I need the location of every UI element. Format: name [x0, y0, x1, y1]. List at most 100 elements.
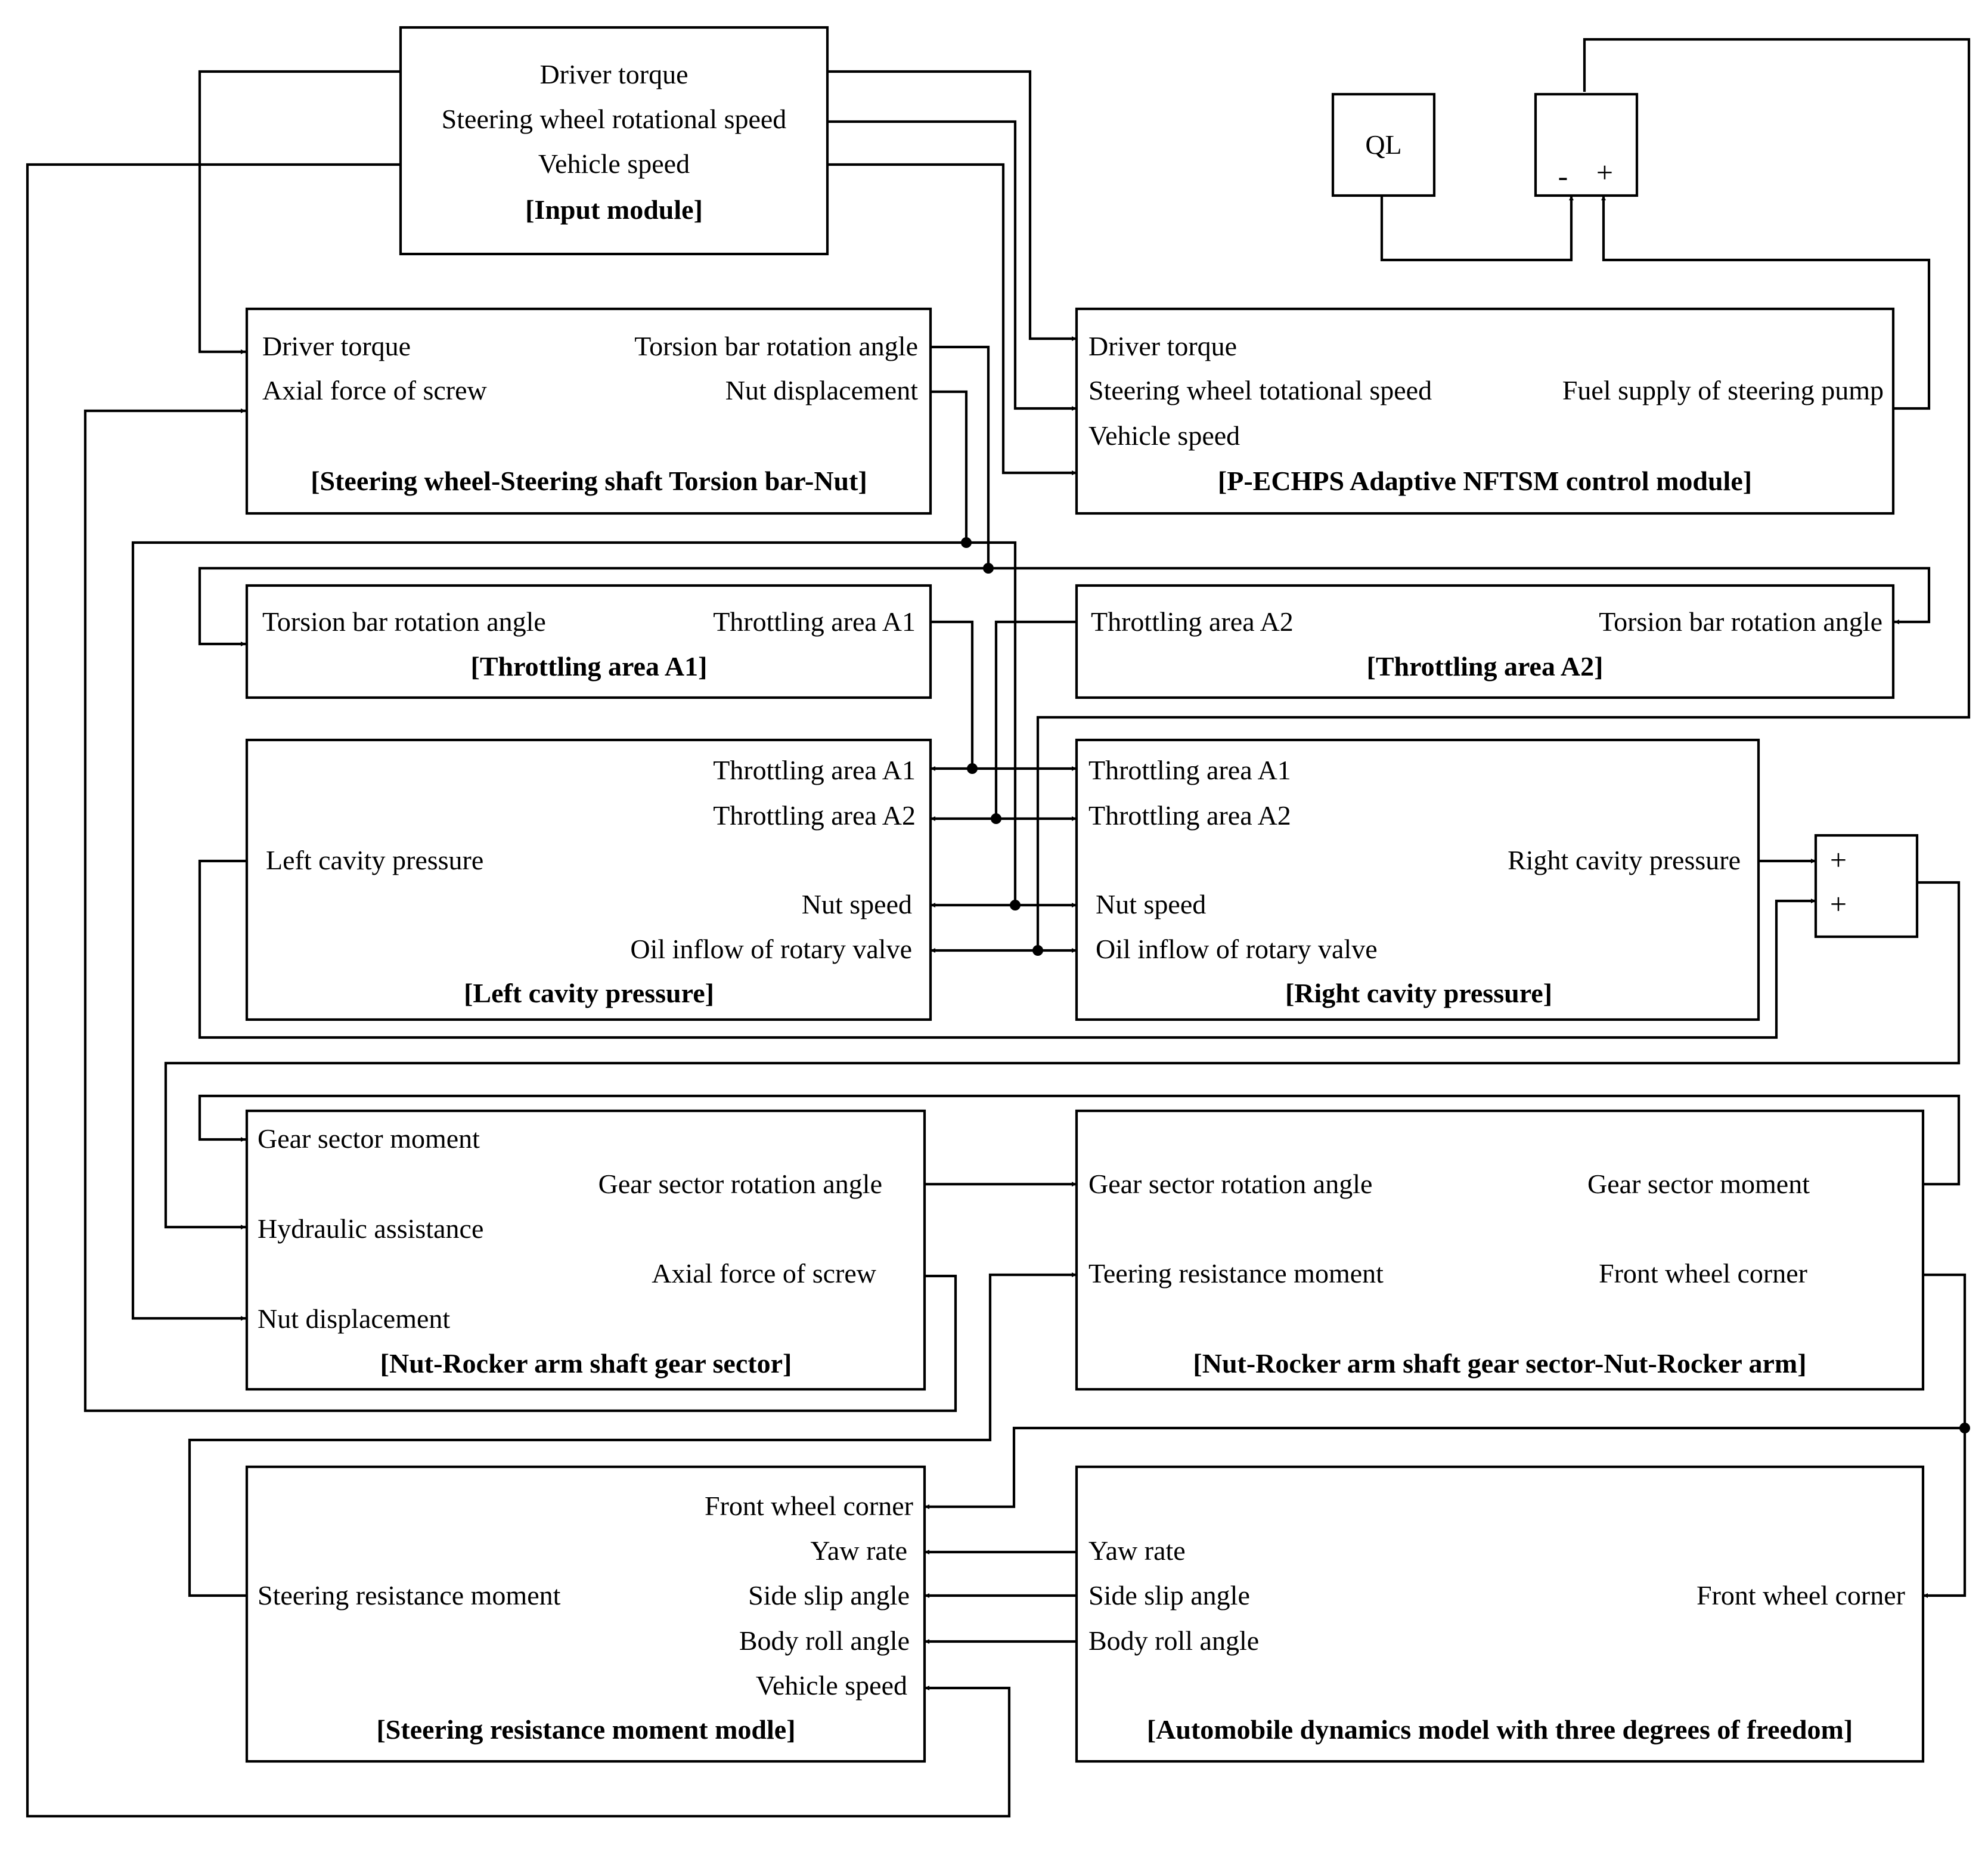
wire-torsion-to-a2	[988, 566, 1931, 624]
label-right-oil-inflow: Oil inflow of rotary valve	[1096, 934, 1378, 964]
label-right-pressure: Right cavity pressure	[1508, 845, 1741, 875]
control-module-frame	[1075, 307, 1895, 515]
throttling-a2-frame	[1075, 584, 1895, 699]
left-cavity-title: [Left cavity pressure]	[464, 978, 714, 1008]
gear-sector-title: [Nut-Rocker arm shaft gear sector]	[380, 1348, 792, 1379]
sum-top-plus: +	[1596, 156, 1613, 189]
resistance-module-block: Front wheel corner Yaw rate Steering res…	[245, 1465, 926, 1763]
label-torsion-angle-out: Torsion bar rotation angle	[634, 331, 918, 361]
label-a2-torsion-in: Torsion bar rotation angle	[1599, 606, 1882, 637]
input-module-frame	[399, 26, 829, 256]
junction-dot	[983, 563, 994, 574]
label-rotation-angle-out: Gear sector rotation angle	[598, 1169, 882, 1199]
rocker-arm-title: [Nut-Rocker arm shaft gear sector-Nut-Ro…	[1193, 1348, 1806, 1379]
label-resistance-roll: Body roll angle	[739, 1625, 910, 1656]
wire-vehicle-speed-to-resistance	[26, 163, 1011, 1818]
label-hydraulic-in: Hydraulic assistance	[258, 1213, 483, 1244]
label-left-pressure: Left cavity pressure	[266, 845, 483, 875]
junction-dot	[1010, 900, 1021, 910]
throttling-a2-title: [Throttling area A2]	[1367, 651, 1604, 682]
torsion-bar-nut-frame	[245, 307, 932, 515]
dynamics-model-block: Yaw rate Side slip angle Body roll angle…	[1075, 1465, 1925, 1763]
label-axial-force-out: Axial force of screw	[652, 1258, 877, 1289]
wire-vehicle-speed-to-control	[827, 163, 1077, 475]
throttling-a1-block: Torsion bar rotation angle Throttling ar…	[245, 584, 932, 699]
wire-axial-force-feedback	[83, 408, 957, 1413]
sum-right-frame	[1814, 834, 1919, 939]
label-rocker-moment-out: Gear sector moment	[1587, 1169, 1810, 1199]
wire-front-wheel-to-resistance	[925, 1426, 1965, 1509]
label-control-steering-speed: Steering wheel totational speed	[1088, 375, 1432, 405]
wire-gear-moment-feedback	[198, 1094, 1961, 1186]
throttling-a1-title: [Throttling area A1]	[471, 651, 708, 682]
label-right-a2: Throttling area A2	[1088, 800, 1291, 831]
dynamics-model-frame	[1075, 1465, 1925, 1763]
ql-block: QL	[1331, 92, 1436, 197]
input-module-title: [Input module]	[525, 194, 703, 225]
wire-driver-torque-to-torsion	[198, 70, 401, 354]
gear-sector-frame	[245, 1109, 926, 1391]
wire-a2-out	[994, 620, 1077, 819]
wire-left-pressure-to-sum	[198, 859, 1816, 1039]
wire-torsion-angle	[931, 345, 990, 568]
label-nut-displacement-out: Nut displacement	[725, 375, 918, 405]
resistance-module-title: [Steering resistance moment modle]	[376, 1714, 795, 1745]
label-a2-area-out: Throttling area A2	[1091, 606, 1294, 637]
wire-nut-speed-tap	[966, 541, 1017, 905]
label-control-driver-torque: Driver torque	[1088, 331, 1237, 361]
wire-sum-to-hydraulic	[164, 881, 1961, 1229]
wire-front-wheel-to-dynamics	[1923, 1428, 1967, 1598]
label-resistance-yaw: Yaw rate	[810, 1535, 907, 1566]
label-rocker-rotation-in: Gear sector rotation angle	[1088, 1169, 1372, 1199]
label-resistance-front-wheel: Front wheel corner	[705, 1491, 913, 1521]
label-axial-force-in: Axial force of screw	[262, 375, 488, 405]
label-vehicle-speed: Vehicle speed	[538, 148, 690, 179]
torsion-bar-nut-block: Driver torque Axial force of screw Torsi…	[245, 307, 932, 515]
label-dynamics-yaw: Yaw rate	[1088, 1535, 1186, 1566]
label-gear-moment-in: Gear sector moment	[258, 1123, 480, 1154]
right-cavity-frame	[1075, 738, 1760, 1021]
ql-frame	[1331, 92, 1436, 197]
wire-nut-displacement	[131, 390, 968, 1321]
throttling-a1-frame	[245, 584, 932, 699]
dynamics-model-title: [Automobile dynamics model with three de…	[1147, 1714, 1853, 1745]
label-steering-wheel-speed: Steering wheel rotational speed	[442, 104, 787, 134]
ql-label: QL	[1365, 129, 1401, 160]
junction-dot	[991, 813, 1001, 824]
wire-torsion-to-a1	[198, 566, 988, 646]
throttling-a2-block: Throttling area A2 Torsion bar rotation …	[1075, 584, 1895, 699]
label-a1-torsion-in: Torsion bar rotation angle	[262, 606, 546, 637]
label-right-a1: Throttling area A1	[1088, 755, 1291, 785]
junction-dot	[961, 537, 972, 548]
label-control-vehicle-speed: Vehicle speed	[1088, 420, 1240, 451]
rocker-arm-frame	[1075, 1109, 1925, 1391]
sum-block-top: - +	[1534, 92, 1639, 197]
label-left-oil-inflow: Oil inflow of rotary valve	[630, 934, 912, 964]
label-dynamics-side-slip: Side slip angle	[1088, 1580, 1250, 1610]
sum-block-right: + +	[1814, 834, 1919, 939]
control-module-block: Driver torque Steering wheel totational …	[1075, 307, 1895, 515]
label-rocker-resistance-in: Teering resistance moment	[1088, 1258, 1384, 1289]
label-a1-area-out: Throttling area A1	[713, 606, 916, 637]
signal-wires	[26, 38, 1971, 1818]
label-dynamics-front-wheel: Front wheel corner	[1697, 1580, 1905, 1610]
junction-dot	[1959, 1423, 1970, 1433]
right-cavity-block: Throttling area A1 Throttling area A2 Ri…	[1075, 738, 1760, 1021]
sum-right-plus-top: +	[1830, 843, 1847, 877]
junction-dot	[1032, 945, 1043, 956]
label-driver-torque: Driver torque	[539, 59, 688, 89]
label-left-a2: Throttling area A2	[713, 800, 916, 831]
label-left-a1: Throttling area A1	[713, 755, 916, 785]
right-cavity-title: [Right cavity pressure]	[1285, 978, 1552, 1008]
label-driver-torque-in: Driver torque	[262, 331, 411, 361]
sum-top-minus: -	[1558, 159, 1568, 193]
left-cavity-block: Throttling area A1 Throttling area A2 Le…	[245, 738, 932, 1021]
wire-steering-speed-to-control	[827, 120, 1077, 411]
label-resistance-moment-out: Steering resistance moment	[258, 1580, 561, 1610]
label-resistance-vehicle-speed: Vehicle speed	[756, 1670, 907, 1701]
junction-dots	[961, 537, 1970, 1433]
sum-right-plus-bottom: +	[1830, 887, 1847, 921]
rocker-arm-block: Gear sector rotation angle Gear sector m…	[1075, 1109, 1925, 1391]
junction-dot	[967, 763, 978, 774]
